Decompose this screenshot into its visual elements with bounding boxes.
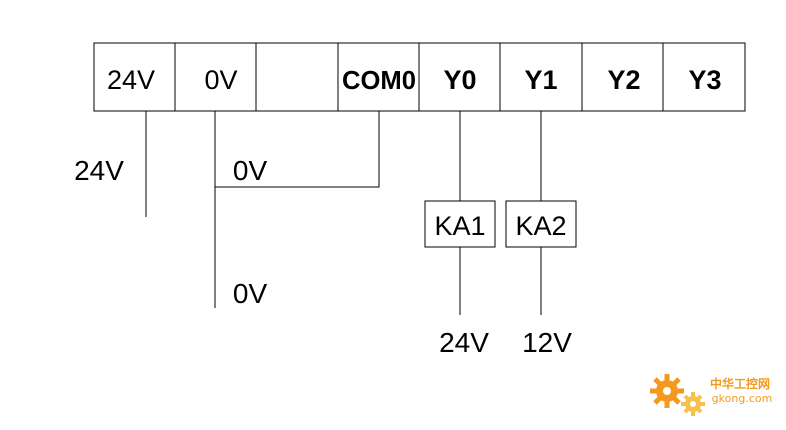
terminal-0v-label: 0V bbox=[204, 65, 237, 95]
terminal-dividers bbox=[174, 43, 664, 111]
watermark-url: gkong.com bbox=[712, 392, 773, 405]
label-ka1-supply-24v: 24V bbox=[439, 327, 489, 358]
label-ground-0v: 0V bbox=[233, 278, 268, 309]
relay-ka2-box bbox=[505, 200, 577, 248]
terminal-24v-label: 24V bbox=[107, 65, 155, 95]
wire-com0 bbox=[215, 111, 380, 188]
terminal-y0-label: Y0 bbox=[443, 65, 476, 95]
terminal-y2-label: Y2 bbox=[607, 65, 640, 95]
relay-ka1-label: KA1 bbox=[434, 211, 485, 241]
terminal-y3-label: Y3 bbox=[688, 65, 721, 95]
wires bbox=[145, 111, 542, 315]
terminal-y1-label: Y1 bbox=[524, 65, 557, 95]
gkong-watermark: 中华工控网 gkong.com bbox=[650, 374, 772, 416]
label-supply-24v: 24V bbox=[74, 155, 124, 186]
label-ka2-supply-12v: 12V bbox=[522, 327, 572, 358]
gear-icon bbox=[650, 374, 705, 416]
terminal-com0-label: COM0 bbox=[342, 65, 416, 95]
watermark-title: 中华工控网 bbox=[710, 376, 770, 391]
relay-ka1-box bbox=[424, 200, 496, 248]
label-com-0v: 0V bbox=[233, 155, 268, 186]
relay-ka2-label: KA2 bbox=[515, 211, 566, 241]
